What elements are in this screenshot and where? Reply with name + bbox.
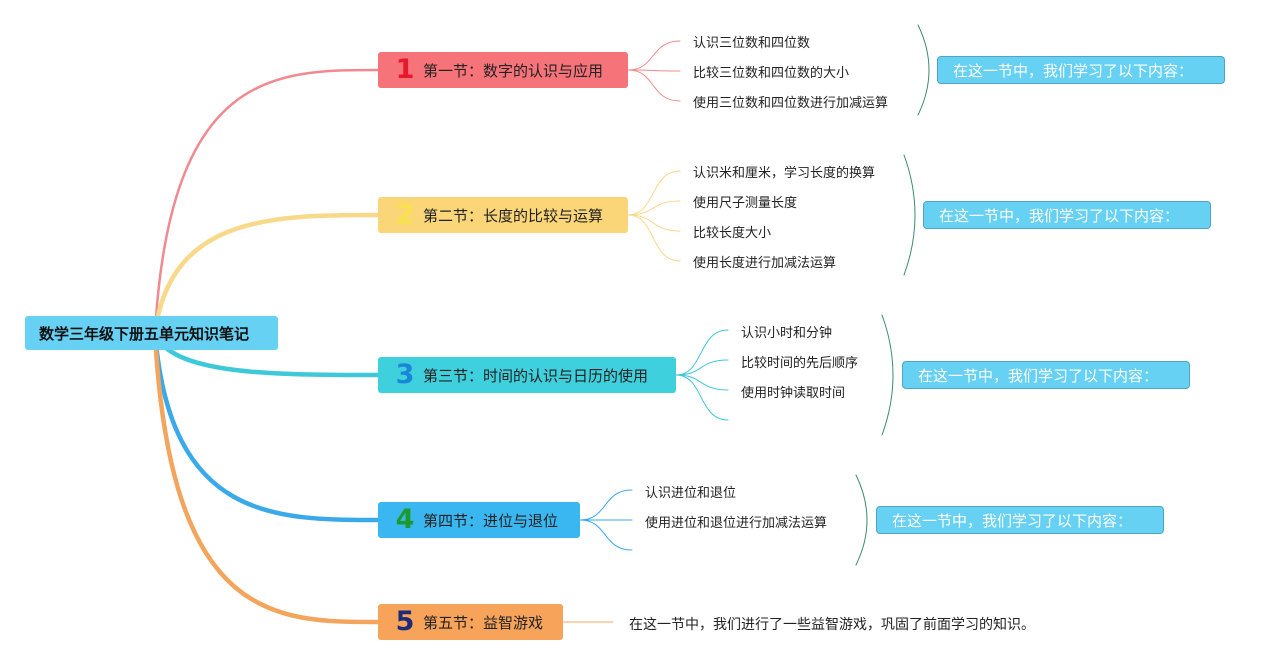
section-1-trunk [153,68,380,335]
section-3-leaf-link-2 [675,359,729,376]
section-3-leaf-link-3 [675,374,729,391]
section-2-item-2: 使用尺子测量长度 [693,196,798,211]
root-title: 数学三年级下册五单元知识笔记 [39,324,250,343]
section-3-item-2: 比较时间的先后顺序 [741,356,859,371]
section-2-item-1: 认识米和厘米，学习长度的换算 [693,166,876,181]
section-2-leaf-link-1 [627,170,681,216]
root-topic: 数学三年级下册五单元知识笔记 [25,316,278,350]
section-3-item-1: 认识小时和分钟 [741,326,833,341]
section-3-summary: 在这一节中，我们学习了以下内容： [902,361,1190,389]
section-1-leaf-link-2 [627,69,681,72]
section-2-trunk [152,212,381,336]
section-3-title: 第三节：时间的认识与日历的使用 [423,366,649,385]
section-1-item-1: 认识三位数和四位数 [693,36,811,51]
section-1-leaf-link-3 [627,69,681,102]
section-5-note: 在这一节中，我们进行了一些益智游戏，巩固了前面学习的知识。 [629,617,1035,633]
section-2-number: 2 [395,199,415,230]
section-3-bracket [881,314,894,436]
section-4-trunk [152,330,381,523]
section-2-leaf-link-2 [627,200,681,216]
section-1-item-3: 使用三位数和四位数进行加减运算 [693,96,889,111]
section-4-item-2: 使用进位和退位进行加减法运算 [645,516,828,531]
section-1-summary: 在这一节中，我们学习了以下内容： [937,56,1225,84]
section-2-summary: 在这一节中，我们学习了以下内容： [923,201,1211,229]
section-2-leaf-link-3 [627,214,681,232]
section-4-summary: 在这一节中，我们学习了以下内容： [876,506,1164,534]
section-2-item-3: 比较长度大小 [693,226,772,241]
section-2-title: 第二节：长度的比较与运算 [423,206,604,225]
section-5-trunk [152,330,381,625]
section-4-number: 4 [395,504,415,535]
section-4-item-1: 认识进位和退位 [645,486,737,501]
section-2-item-4: 使用长度进行加减法运算 [693,256,837,271]
section-5-title: 第五节：益智游戏 [423,613,544,632]
section-4-node: 4 第四节：进位与退位 [378,502,580,538]
section-3-leaf-link-1 [675,329,729,376]
section-2-leaf-link-4 [627,214,681,262]
section-4-leaf-link-1 [579,489,633,521]
section-1-leaf-link-1 [627,40,681,71]
section-1-node: 1 第一节：数字的认识与应用 [378,52,628,88]
section-1-bracket [917,24,930,116]
section-1-number: 1 [395,54,415,85]
section-3-node: 3 第三节：时间的认识与日历的使用 [378,357,676,393]
section-1-title: 第一节：数字的认识与应用 [423,61,604,80]
section-3-item-3: 使用时钟读取时间 [741,386,846,401]
section-5-number: 5 [395,606,415,637]
section-4-bracket [855,474,868,566]
section-3-leaf-link-4 [675,374,729,421]
section-2-node: 2 第二节：长度的比较与运算 [378,197,628,233]
section-3-number: 3 [395,359,415,390]
section-5-node: 5 第五节：益智游戏 [378,604,563,640]
section-1-item-2: 比较三位数和四位数的大小 [693,66,850,81]
section-4-title: 第四节：进位与退位 [423,511,559,530]
section-2-bracket [903,154,916,276]
section-4-leaf-link-3 [579,519,633,551]
